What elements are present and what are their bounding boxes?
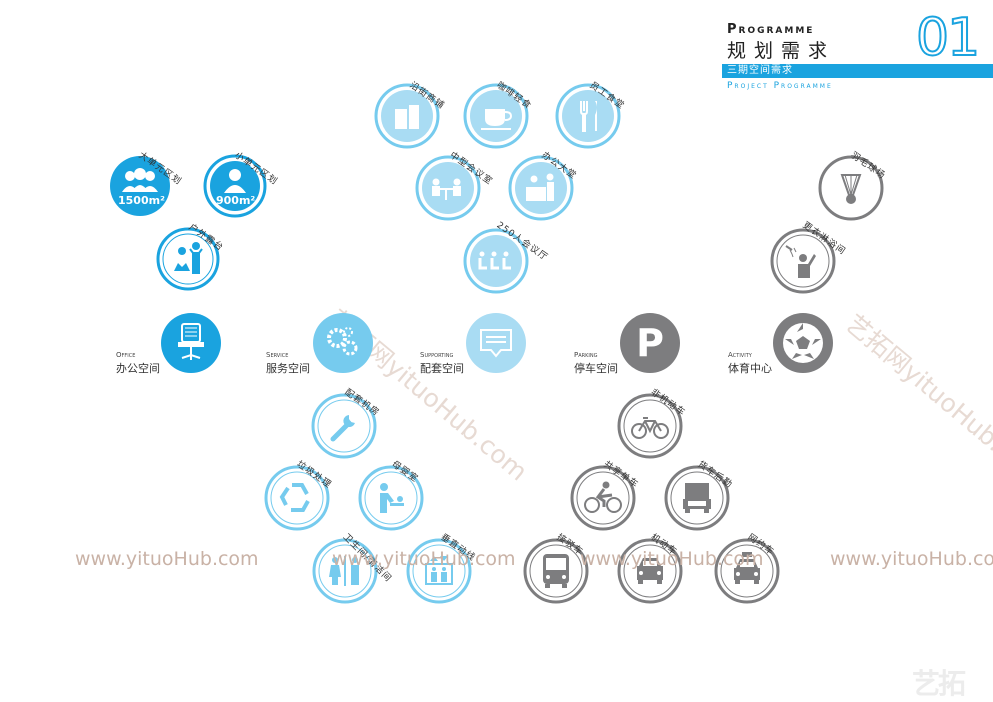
canteen-icon bbox=[555, 83, 621, 149]
street-shop-icon bbox=[374, 83, 440, 149]
header-programme: Programme bbox=[727, 22, 815, 37]
header-bar-text: 三期空间需求 bbox=[727, 65, 793, 76]
watermark-diagonal-right: 艺拓网yituoHub.com bbox=[840, 308, 993, 492]
watermark-logo: 艺拓 bbox=[912, 667, 966, 700]
category-parking-en: Parking bbox=[574, 351, 598, 359]
recycle-icon bbox=[264, 465, 330, 531]
hall-icon bbox=[463, 228, 529, 294]
activity-ball-icon bbox=[772, 312, 834, 374]
category-supporting-cn: 配套空间 bbox=[420, 362, 464, 375]
truck-icon bbox=[664, 465, 730, 531]
mother-baby-icon bbox=[358, 465, 424, 531]
category-parking-cn: 停车空间 bbox=[574, 362, 618, 375]
category-supporting-en: Supporting bbox=[420, 351, 454, 359]
category-service-cn: 服务空间 bbox=[266, 362, 310, 375]
watermark-url-2: www.yituoHub.com bbox=[332, 548, 516, 570]
office-chair-icon bbox=[160, 312, 222, 374]
shared-bike-icon bbox=[570, 465, 636, 531]
svg-text:P: P bbox=[636, 321, 664, 365]
header-title: 规划需求 bbox=[727, 40, 836, 62]
lobby-icon bbox=[508, 155, 574, 221]
header-number: 01 bbox=[915, 7, 981, 69]
big-unit-icon bbox=[108, 154, 172, 218]
shower-icon bbox=[770, 228, 836, 294]
category-activity-en: Activity bbox=[728, 351, 752, 359]
header-bar: 三期空间需求 bbox=[722, 64, 993, 78]
elevator-icon bbox=[406, 538, 472, 604]
supporting-chat-icon bbox=[465, 312, 527, 374]
meeting-room-icon bbox=[415, 155, 481, 221]
parking-p-icon: P bbox=[619, 312, 681, 374]
badminton-icon bbox=[818, 155, 884, 221]
shuttle-bus-icon bbox=[523, 538, 589, 604]
outdoor-terrace-icon bbox=[156, 227, 220, 291]
category-office-en: Office bbox=[116, 351, 136, 359]
small-unit-area: 900m² bbox=[216, 194, 256, 207]
toilet-icon bbox=[312, 538, 378, 604]
coffee-icon bbox=[463, 83, 529, 149]
header-subtitle: Project Programme bbox=[727, 81, 833, 91]
category-office-cn: 办公空间 bbox=[116, 362, 160, 375]
equipment-room-icon bbox=[311, 393, 377, 459]
service-gears-icon bbox=[312, 312, 374, 374]
watermark-url-4: www.yituoHub.com bbox=[830, 548, 993, 570]
category-service-en: Service bbox=[266, 351, 289, 359]
bicycle-icon bbox=[617, 393, 683, 459]
watermark-url-1: www.yituoHub.com bbox=[75, 548, 259, 570]
small-unit-icon bbox=[203, 154, 267, 218]
taxi-icon bbox=[714, 538, 780, 604]
car-icon bbox=[617, 538, 683, 604]
category-activity-cn: 体育中心 bbox=[728, 362, 772, 375]
watermark-url-3: www.yituoHub.com bbox=[580, 548, 764, 570]
big-unit-area: 1500m² bbox=[118, 194, 165, 207]
